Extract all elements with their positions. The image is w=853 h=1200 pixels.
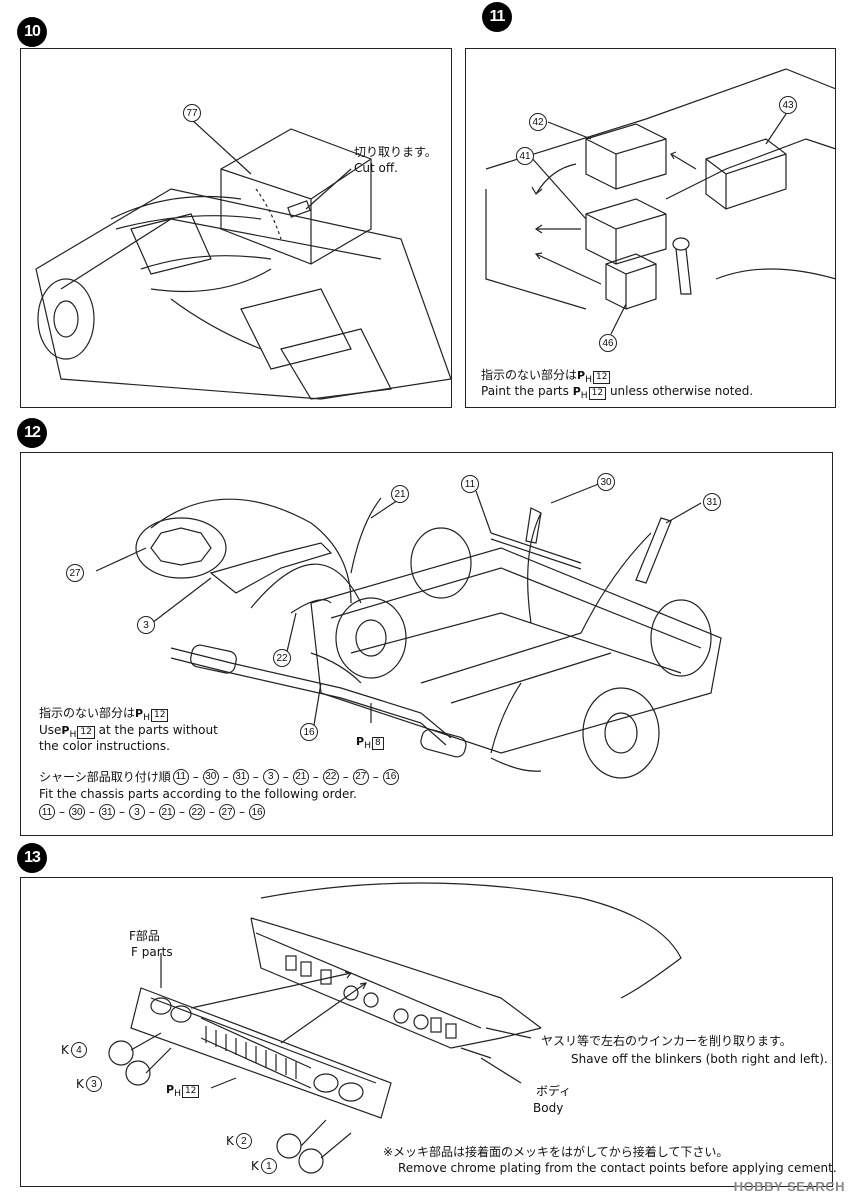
part-3-callout: 3 [137,616,155,634]
chrome-note-jp: ※メッキ部品は接着面のメッキをはがしてから接着して下さい。 [383,1145,729,1159]
step-10-panel: 77 切り取ります。 Cut off. [20,48,452,408]
shave-note-jp: ヤスリ等で左右のウインカーを削り取ります。 [541,1034,792,1048]
part-42-callout: 42 [529,113,547,131]
step-10-badge: 10 [17,17,47,47]
part-30-callout: 30 [597,473,615,491]
order-row-jp: シャーシ部品取り付け順 11– 30– 31– 3– 21– 22– 27– 1… [39,768,399,785]
step-11-drawing [485,68,837,335]
color-note-en-2: the color instructions. [39,739,170,753]
watermark: HOBBY SEARCH [733,1179,845,1194]
f-parts-en: F parts [131,945,173,959]
step-12-drawing [95,482,722,779]
part-77-callout: 77 [183,104,201,122]
cut-off-note-en: Cut off. [354,161,398,175]
part-16-callout: 16 [300,723,318,741]
step-12-badge: 12 [17,418,47,448]
cut-off-note-jp: 切り取ります。 [354,145,437,159]
step-13-drawing [108,882,682,1174]
step-10-drawing [35,118,452,400]
shave-note-en: Shave off the blinkers (both right and l… [571,1052,828,1066]
chrome-note-en: Remove chrome plating from the contact p… [398,1161,837,1175]
body-label-en: Body [533,1101,564,1115]
f-parts-jp: F部品 [129,929,160,943]
order-row-en: 11– 30– 31– 3– 21– 22– 27– 16 [39,804,265,820]
body-label-jp: ボディ [536,1084,572,1098]
part-31-callout: 31 [703,493,721,511]
part-22-callout: 22 [273,649,291,667]
part-11-callout: 11 [461,475,479,493]
part-46-callout: 46 [599,334,617,352]
part-27-callout: 27 [66,564,84,582]
part-41-callout: 41 [516,147,534,165]
step-11-badge: 11 [482,2,512,32]
part-21-callout: 21 [391,485,409,503]
step-13-badge: 13 [17,843,47,873]
order-note-en: Fit the chassis parts according to the f… [39,787,357,801]
part-43-callout: 43 [779,96,797,114]
